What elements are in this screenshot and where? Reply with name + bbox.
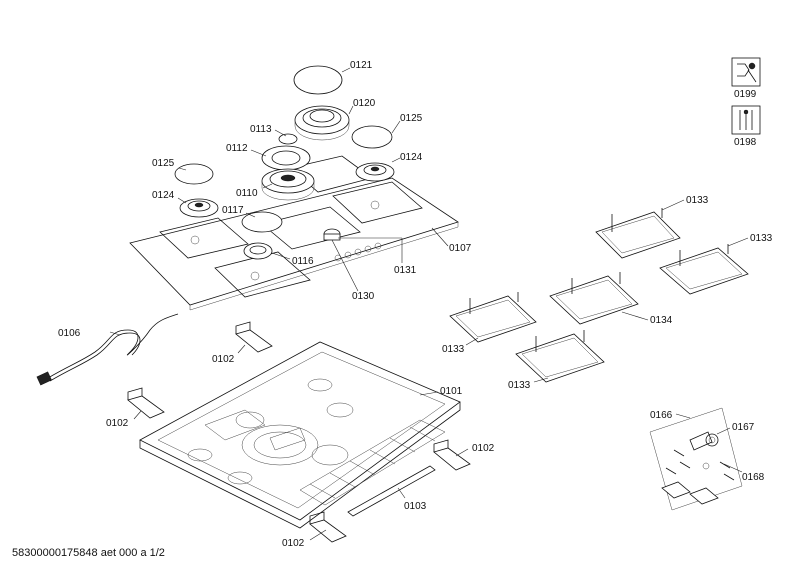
mounting-clip-d [309, 511, 347, 543]
label-0199: 0199 [734, 89, 757, 100]
label-0102-b: 0102 [106, 418, 129, 429]
label-0101: 0101 [440, 386, 463, 397]
trim-strip [347, 465, 436, 517]
label-0130: 0130 [352, 291, 375, 302]
conversion-kit-bag [649, 407, 743, 511]
label-0102-a: 0102 [212, 354, 235, 365]
label-0102-c: 0102 [472, 443, 495, 454]
document-id: 58300000175848 aet 000 a 1/2 [12, 547, 165, 559]
label-0113: 0113 [250, 124, 272, 135]
pan-support-right [659, 244, 749, 295]
burner-cap-small [278, 133, 298, 145]
burner-cap-medium-right [351, 125, 393, 149]
label-0107: 0107 [449, 243, 472, 254]
label-0198: 0198 [734, 137, 757, 148]
hob-top-plate [129, 155, 459, 311]
burner-cap-large [293, 65, 343, 95]
label-0134: 0134 [650, 315, 673, 326]
burner-cap-medium-left [174, 163, 214, 185]
label-0166: 0166 [650, 410, 673, 421]
mounting-clip-a [235, 321, 273, 353]
label-0133-left: 0133 [442, 344, 465, 355]
label-0133-front: 0133 [508, 380, 531, 391]
label-0167: 0167 [732, 422, 755, 433]
burner-head-front-small [243, 242, 273, 260]
pan-support-left [449, 292, 537, 343]
label-0168: 0168 [742, 472, 765, 483]
label-0120: 0120 [353, 98, 376, 109]
control-knob [323, 228, 341, 241]
power-cable [36, 313, 179, 386]
leader-lines [109, 67, 749, 541]
burner-wok [261, 168, 315, 201]
label-0133-back: 0133 [686, 195, 709, 206]
burner-ring-large [294, 105, 350, 141]
wrench-icon [731, 57, 761, 87]
label-0116: 0116 [292, 256, 314, 267]
label-0106: 0106 [58, 328, 81, 339]
mounting-clip-b [127, 387, 165, 419]
burner-head-right [355, 162, 395, 182]
label-0124-right: 0124 [400, 152, 423, 163]
label-0103: 0103 [404, 501, 427, 512]
part-labels: 0121 0120 0125 0113 0112 0124 0125 0110 … [58, 60, 773, 549]
burner-cap-front [241, 211, 283, 233]
pan-support-back [595, 208, 681, 259]
label-0112: 0112 [226, 143, 248, 154]
hob-base-tray [139, 341, 461, 529]
label-0110: 0110 [236, 188, 258, 199]
label-0125-right: 0125 [400, 113, 423, 124]
label-0124-left: 0124 [152, 190, 175, 201]
label-0125-left: 0125 [152, 158, 175, 169]
tools-icon [731, 105, 761, 135]
pan-support-front [515, 330, 605, 383]
label-0133-right: 0133 [750, 233, 773, 244]
mounting-clip-c [433, 439, 471, 471]
label-0117: 0117 [222, 205, 244, 216]
label-0121: 0121 [350, 60, 373, 71]
label-0102-d: 0102 [282, 538, 305, 549]
burner-head-left [179, 198, 219, 218]
label-0131: 0131 [394, 265, 417, 276]
flame-spreader-ring [261, 145, 311, 171]
pan-support-middle [549, 272, 639, 325]
